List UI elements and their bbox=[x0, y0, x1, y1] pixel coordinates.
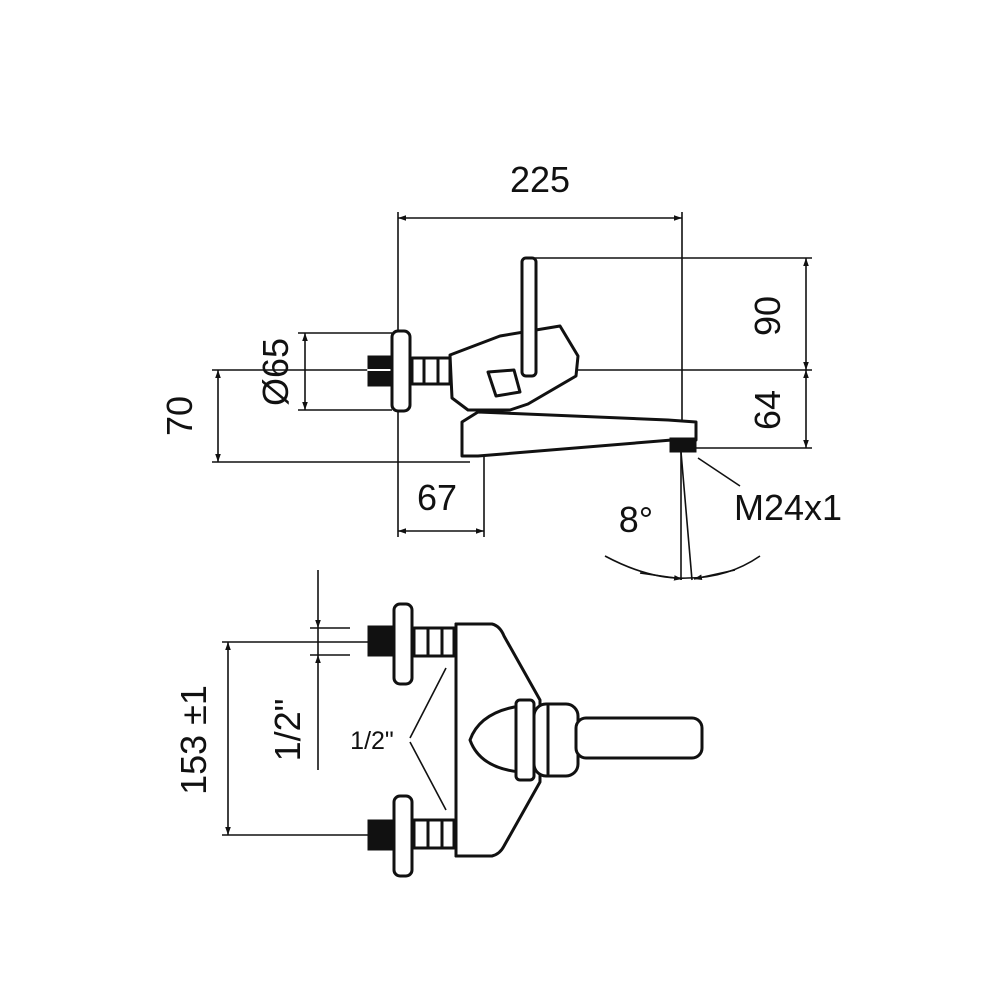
aerator bbox=[669, 437, 697, 453]
mixer-body bbox=[448, 324, 580, 412]
dim-flange-diameter: Ø65 bbox=[255, 338, 296, 406]
lower-wall-flange bbox=[392, 794, 414, 878]
upper-inlet-nipple bbox=[367, 625, 393, 657]
dim-wall-to-body: 67 bbox=[417, 477, 457, 518]
wall-flange bbox=[390, 329, 412, 413]
top-view bbox=[222, 570, 704, 878]
collar-ring bbox=[514, 698, 536, 782]
upper-connector-nut bbox=[412, 626, 456, 658]
dim-inlet-centres: 153 ±1 bbox=[173, 685, 214, 795]
dim-spout-drop: 64 bbox=[747, 390, 788, 430]
upper-wall-flange bbox=[392, 602, 414, 686]
top-view-dimension-lines bbox=[222, 570, 447, 836]
side-view bbox=[212, 212, 812, 581]
side-view-dimension-lines bbox=[215, 215, 809, 581]
lower-connector-nut bbox=[412, 818, 456, 850]
lower-inlet-nipple bbox=[367, 819, 393, 851]
spout bbox=[460, 410, 698, 458]
dim-overall-projection: 225 bbox=[510, 159, 570, 200]
lever-top bbox=[574, 716, 704, 760]
dim-inlet-thread: 1/2" bbox=[267, 699, 308, 762]
lever-handle bbox=[520, 256, 538, 378]
collar-cap bbox=[532, 702, 580, 778]
dim-lever-height: 90 bbox=[747, 296, 788, 336]
connector-nut bbox=[410, 356, 452, 386]
dim-outlet-thread: M24x1 bbox=[734, 487, 842, 528]
dim-connection-thread: 1/2" bbox=[350, 727, 394, 755]
dim-swivel-angle: 8° bbox=[619, 499, 653, 540]
dim-wall-to-spout: 70 bbox=[159, 396, 200, 436]
